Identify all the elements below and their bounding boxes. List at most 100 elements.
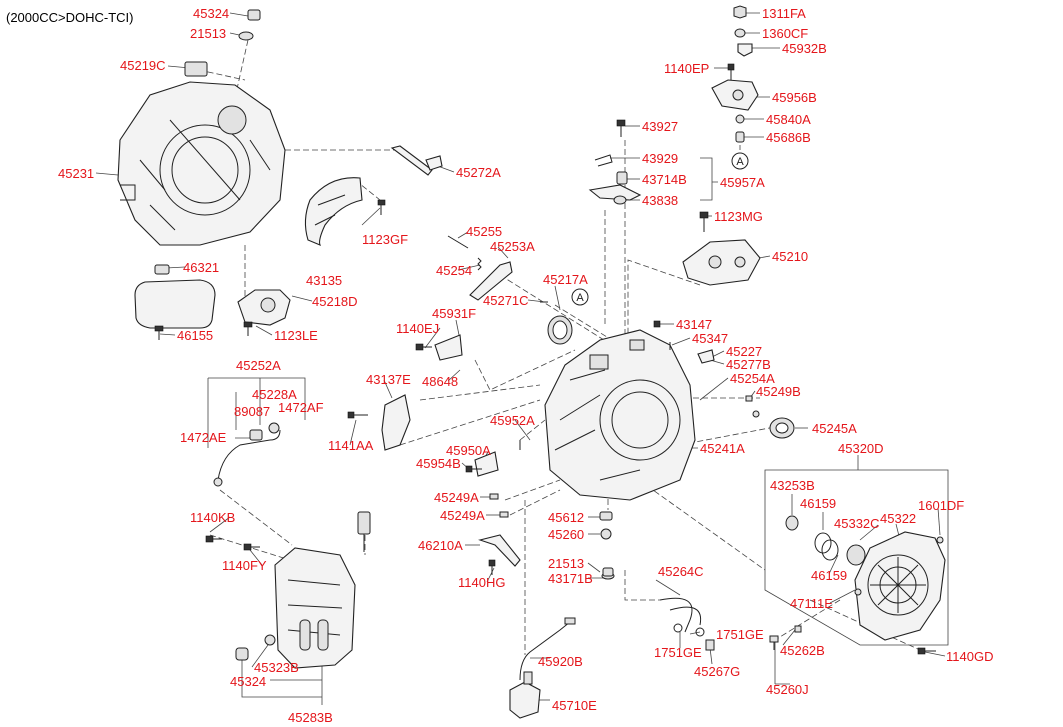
part-label: 45218D bbox=[312, 294, 358, 309]
o-ring-46159-1 bbox=[814, 532, 832, 554]
part-label: 43929 bbox=[642, 151, 678, 166]
part-label: 1140HG bbox=[458, 575, 505, 590]
bolt-1141AA bbox=[347, 411, 368, 419]
cover-45322 bbox=[854, 531, 946, 641]
lever-45253A bbox=[469, 261, 513, 301]
o-ring-1751GE-1 bbox=[673, 623, 683, 633]
lever-45272A bbox=[390, 145, 443, 176]
part-label: 45227 bbox=[726, 344, 762, 359]
bracket-45218D bbox=[237, 289, 291, 326]
diagram-title: (2000CC>DOHC-TCI) bbox=[6, 10, 134, 25]
part-label: 1123MG bbox=[714, 209, 763, 224]
part-label: 89087 bbox=[234, 404, 270, 419]
part-label: 1472AE bbox=[180, 430, 227, 445]
part-label: 48648 bbox=[422, 374, 458, 389]
plug-1601DF bbox=[936, 536, 944, 544]
part-label: 43137E bbox=[366, 372, 411, 387]
part-label: 45262B bbox=[780, 643, 825, 658]
part-label: 1140GD bbox=[946, 649, 993, 664]
part-label: 45277B bbox=[726, 357, 771, 372]
part-label: 45956B bbox=[772, 90, 817, 105]
pin-45249B bbox=[745, 395, 753, 402]
part-label: 46210A bbox=[418, 538, 463, 553]
pin-45255 bbox=[447, 235, 469, 249]
part-label: 45254 bbox=[436, 263, 472, 278]
part-label: 46155 bbox=[177, 328, 213, 343]
pin-45249A-1 bbox=[489, 493, 499, 500]
plug-45260J bbox=[769, 635, 779, 650]
seal-43253B bbox=[785, 515, 799, 531]
part-label: 1360CF bbox=[762, 26, 808, 41]
plate-45950A bbox=[474, 451, 499, 477]
seal-45217A bbox=[547, 315, 573, 345]
part-label: 45210 bbox=[772, 249, 808, 264]
part-label: 45324 bbox=[193, 6, 229, 21]
pin-45249A-2 bbox=[499, 511, 509, 518]
sensor-45227 bbox=[697, 349, 715, 364]
part-label: 1601DF bbox=[918, 498, 964, 513]
part-label: 45932B bbox=[782, 41, 827, 56]
bolt-43927 bbox=[616, 119, 626, 137]
part-label: 45283B bbox=[288, 710, 333, 725]
part-label: 45686B bbox=[766, 130, 811, 145]
bolt-1140GD bbox=[917, 647, 936, 655]
cable-45920B bbox=[519, 617, 576, 681]
part-label: 45931F bbox=[432, 306, 476, 321]
part-label: 45954B bbox=[416, 456, 461, 471]
pin-47111E bbox=[854, 588, 862, 596]
seal-45245A bbox=[769, 417, 795, 439]
transmission-case-45241A bbox=[544, 329, 696, 501]
part-label: 45253A bbox=[490, 239, 535, 254]
part-label: 1123GF bbox=[362, 232, 408, 247]
part-labels: 45324 21513 45219C 45231 45272A 1123GF 4… bbox=[58, 6, 993, 725]
bolt-1140HG bbox=[488, 559, 496, 575]
bolt-1123LE bbox=[243, 321, 253, 336]
part-label: 1140EP bbox=[664, 61, 709, 76]
part-label: 45231 bbox=[58, 166, 94, 181]
clip-43929 bbox=[594, 154, 613, 167]
part-label: 43171B bbox=[548, 571, 593, 586]
bolt-1123MG bbox=[699, 211, 709, 232]
part-label: 45264C bbox=[658, 564, 704, 579]
bracket-45931F bbox=[434, 334, 463, 361]
part-label: 46159 bbox=[811, 568, 847, 583]
part-label: 45272A bbox=[456, 165, 501, 180]
hose-1472AE bbox=[217, 429, 281, 481]
cover-43135 bbox=[304, 177, 363, 247]
part-label: 45228A bbox=[252, 387, 297, 402]
part-label: 1311FA bbox=[762, 6, 806, 21]
part-label: 45217A bbox=[543, 272, 588, 287]
bolt-1140FY bbox=[243, 543, 260, 551]
bolt-46155 bbox=[154, 325, 164, 340]
part-label: 43135 bbox=[306, 273, 342, 288]
o-ring-46159-2 bbox=[821, 539, 839, 561]
bolt-1140KB bbox=[205, 535, 222, 543]
part-label: 43927 bbox=[642, 119, 678, 134]
part-label: 46159 bbox=[800, 496, 836, 511]
spring-45254 bbox=[477, 257, 482, 271]
part-label: 1751GE bbox=[654, 645, 702, 660]
plug-45324 bbox=[247, 9, 261, 21]
part-label: 43253B bbox=[770, 478, 815, 493]
part-label: 45332C bbox=[834, 516, 880, 531]
washer-21513 bbox=[238, 31, 254, 41]
sensor-cable bbox=[357, 511, 371, 552]
shaft-43838 bbox=[588, 184, 642, 205]
part-label: 45347 bbox=[692, 331, 728, 346]
plug-45324-b bbox=[235, 647, 249, 661]
bolt-1123GF bbox=[377, 199, 386, 215]
part-label: 45710E bbox=[552, 698, 597, 713]
ref-marker-a-1: A bbox=[731, 152, 749, 170]
bolt-1140EJ bbox=[415, 343, 432, 351]
part-label: 45920B bbox=[538, 654, 583, 669]
filter-46321 bbox=[134, 264, 216, 329]
part-label: 1141AA bbox=[328, 438, 374, 453]
part-label: 45957A bbox=[720, 175, 765, 190]
part-label: 46321 bbox=[183, 260, 219, 275]
part-label: 43147 bbox=[676, 317, 712, 332]
part-label: 45260 bbox=[548, 527, 584, 542]
valve-body-cover-45283B bbox=[274, 547, 356, 669]
part-label: 45322 bbox=[880, 511, 916, 526]
clamp-1472AE bbox=[213, 477, 223, 487]
